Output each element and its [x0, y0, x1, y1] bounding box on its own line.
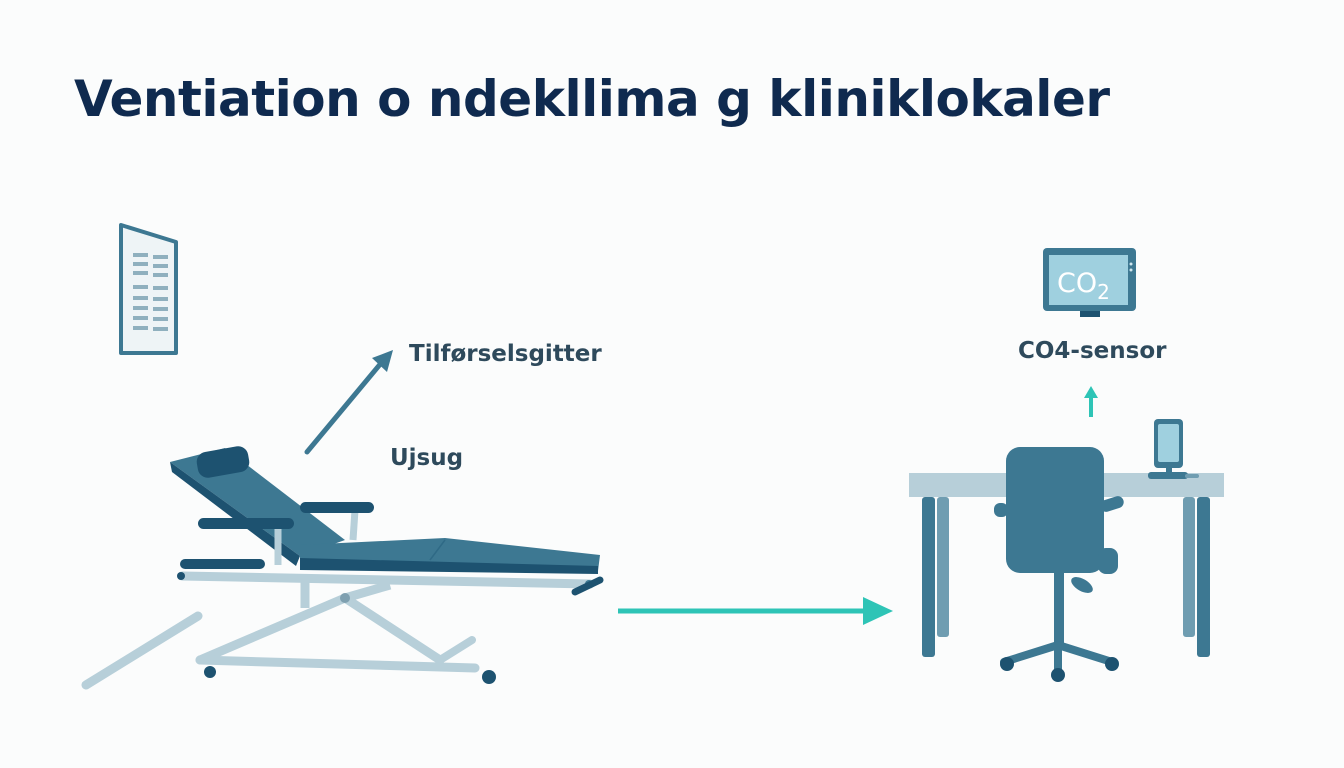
co2-display-text: CO2 — [1057, 268, 1110, 304]
sensor-arrow-icon — [1084, 386, 1098, 417]
treatment-bench-icon — [81, 446, 604, 690]
supply-arrow-icon — [304, 350, 393, 455]
supply-grille-label: Tilførselsgitter — [409, 341, 602, 367]
co2-sensor-icon: CO2 — [1043, 248, 1136, 317]
airflow-arrow-icon — [618, 597, 893, 625]
page-title: Ventiation o ndekllima g kliniklokaler — [74, 70, 1110, 128]
sensor-label: CO4-sensor — [1018, 338, 1167, 364]
office-chair-icon — [994, 447, 1124, 682]
vent-grille-icon — [119, 223, 178, 355]
desk-monitor-icon — [1148, 419, 1199, 479]
exhaust-label: Ujsug — [390, 445, 464, 471]
